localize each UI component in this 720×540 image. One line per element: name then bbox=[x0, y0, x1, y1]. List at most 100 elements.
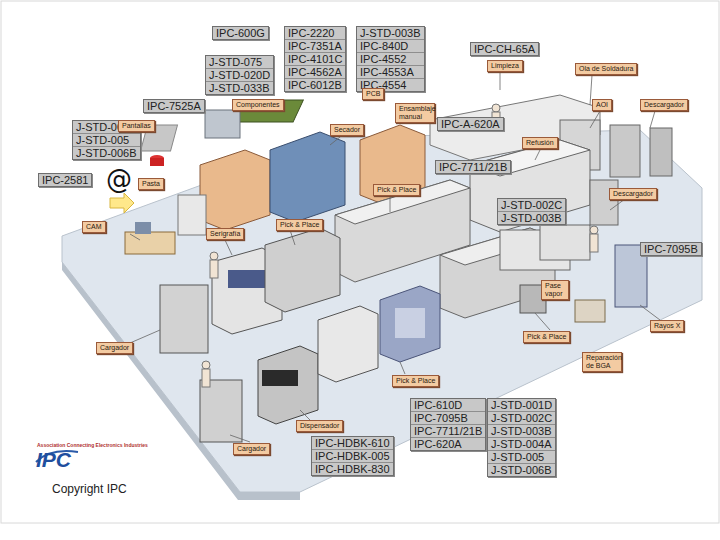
frame bbox=[1, 1, 719, 523]
station-name: Pick & Place bbox=[527, 333, 566, 341]
station-label: Dispensador bbox=[296, 420, 343, 432]
station-label: AOI bbox=[592, 99, 612, 111]
standard-code: IPC-HDBK-610 bbox=[312, 437, 393, 449]
station-name: Ola de Soldadura bbox=[579, 65, 633, 73]
station-name: Descargador bbox=[644, 101, 684, 109]
left-machines bbox=[125, 195, 340, 353]
station-label: Limpieza bbox=[487, 60, 523, 72]
station-name: Pick & Place bbox=[280, 221, 319, 229]
standard-code: IPC-600G bbox=[213, 27, 268, 39]
standard-code: J-STD-005 bbox=[488, 450, 555, 463]
station-label: Cargador bbox=[233, 443, 270, 455]
station-label: Ensamblaje manual bbox=[395, 103, 435, 123]
station-label: Refusión bbox=[522, 137, 558, 149]
station-name: Refusión bbox=[526, 139, 554, 147]
standard-code: IPC-4552 bbox=[357, 52, 424, 65]
standard-code: J-STD-006B bbox=[488, 463, 555, 476]
standard-box: IPC-7525A bbox=[143, 99, 205, 113]
standard-box: IPC-2581 bbox=[38, 173, 92, 187]
station-name: Serigrafía bbox=[210, 230, 240, 238]
station-name: Descargador bbox=[613, 190, 653, 198]
standard-box: IPC-A-620A bbox=[437, 117, 504, 131]
station-name: Componentes bbox=[236, 101, 280, 109]
standard-code: IPC-7711/21B bbox=[411, 424, 485, 437]
station-name: Rayos X bbox=[654, 322, 680, 330]
at-symbol: @ bbox=[106, 164, 132, 194]
station-label: Ola de Soldadura bbox=[575, 63, 637, 75]
standard-code: IPC-7711/21B bbox=[436, 161, 510, 173]
station-name: CAM bbox=[86, 223, 102, 231]
standard-code: J-STD-002C bbox=[488, 411, 555, 424]
standard-box: IPC-610DIPC-7095BIPC-7711/21BIPC-620A bbox=[410, 398, 486, 451]
standard-code: IPC-7095B bbox=[411, 411, 485, 424]
station-label: Reparación de BGA bbox=[582, 352, 622, 372]
standard-box: IPC-2220IPC-7351AIPC-4101CIPC-4562AIPC-6… bbox=[284, 26, 346, 92]
paste-pot bbox=[150, 158, 164, 166]
standard-code: IPC-4101C bbox=[285, 52, 345, 65]
standard-code: IPC-4562A bbox=[285, 65, 345, 78]
standard-code: J-STD-001D bbox=[488, 399, 555, 411]
station-name: AOI bbox=[596, 101, 608, 109]
standard-code: IPC-840D bbox=[357, 39, 424, 52]
pick-place-line bbox=[335, 180, 570, 318]
standard-code: IPC-HDBK-005 bbox=[312, 449, 393, 462]
standard-code: IPC-CH-65A bbox=[471, 43, 538, 55]
standard-code: J-STD-020D bbox=[206, 68, 273, 81]
standard-code: IPC-7351A bbox=[285, 39, 345, 52]
floor bbox=[62, 130, 702, 492]
standard-box: IPC-CH-65A bbox=[470, 42, 539, 56]
station-name: Pick & Place bbox=[377, 186, 416, 194]
bottom-machines bbox=[200, 286, 440, 442]
station-name: Pick & Place bbox=[396, 377, 435, 385]
station-name: Limpieza bbox=[491, 62, 519, 70]
station-label: PCB bbox=[362, 88, 384, 100]
station-label: Pasta bbox=[138, 178, 164, 190]
station-label: Pick & Place bbox=[276, 219, 323, 231]
station-name: PCB bbox=[366, 90, 380, 98]
station-label: Secador bbox=[330, 124, 364, 136]
station-name: Reparación de BGA bbox=[586, 354, 618, 370]
standard-code: J-STD-003B bbox=[488, 424, 555, 437]
reflow-oven bbox=[470, 140, 590, 232]
leader-lines bbox=[130, 71, 660, 442]
station-label: Descargador bbox=[609, 188, 657, 200]
station-label: Pase vapor bbox=[541, 280, 569, 300]
station-name: Dispensador bbox=[300, 422, 339, 430]
station-label: Descargador bbox=[640, 99, 688, 111]
standard-code: J-STD-075 bbox=[206, 56, 273, 68]
standard-code: IPC-610D bbox=[411, 399, 485, 411]
station-label: Pick & Place bbox=[523, 331, 570, 343]
standard-code: J-STD-002C bbox=[498, 199, 565, 211]
standard-code: IPC-2220 bbox=[285, 27, 345, 39]
data-arrow bbox=[110, 193, 134, 213]
standard-code: J-STD-003B bbox=[357, 27, 424, 39]
standard-code: J-STD-004A bbox=[488, 437, 555, 450]
ipc-logo: IPC bbox=[36, 448, 71, 472]
station-name: Secador bbox=[334, 126, 360, 134]
station-label: CAM bbox=[82, 221, 106, 233]
standard-box: IPC-7711/21B bbox=[435, 160, 511, 174]
standard-code: J-STD-003B bbox=[498, 211, 565, 224]
station-label: Cargador bbox=[96, 342, 133, 354]
standard-box: IPC-7095B bbox=[640, 242, 702, 256]
standard-code: J-STD-033B bbox=[206, 81, 273, 94]
station-label: Rayos X bbox=[650, 320, 684, 332]
station-label: Pantallas bbox=[118, 120, 155, 132]
standard-box: IPC-HDBK-610IPC-HDBK-005IPC-HDBK-830 bbox=[311, 436, 394, 476]
station-name: Pase vapor bbox=[545, 282, 565, 298]
station-name: Cargador bbox=[237, 445, 266, 453]
standard-code: J-STD-006B bbox=[73, 146, 140, 159]
station-label: Componentes bbox=[232, 99, 284, 111]
standard-box: J-STD-003BIPC-840DIPC-4552IPC-4553AIPC-4… bbox=[356, 26, 425, 92]
station-label: Pick & Place bbox=[392, 375, 439, 387]
workers bbox=[202, 104, 598, 387]
standard-code: IPC-620A bbox=[411, 437, 485, 450]
standard-code: IPC-7525A bbox=[144, 100, 204, 112]
station-name: Ensamblaje manual bbox=[399, 105, 431, 121]
standard-code: IPC-7095B bbox=[641, 243, 701, 255]
station-name: Cargador bbox=[100, 344, 129, 352]
standard-code: IPC-2581 bbox=[39, 174, 91, 186]
copyright: Copyright IPC bbox=[52, 482, 127, 496]
standard-box: J-STD-001DJ-STD-002CJ-STD-003BJ-STD-004A… bbox=[487, 398, 556, 477]
